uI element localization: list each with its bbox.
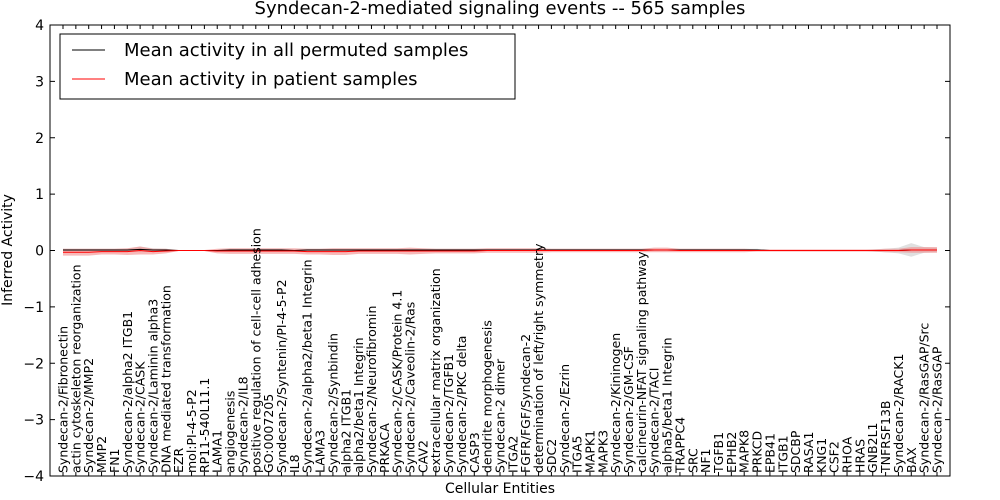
x-tick-label: alpha2/beta1 Integrin [351, 337, 366, 473]
x-tick-label: Syndecan-2/GM-CSF [621, 346, 636, 473]
x-tick-label: SRC [685, 448, 700, 473]
x-tick-label: GO:0007205 [261, 394, 276, 473]
x-tick-label: Syndecan-2/RasGAP/Src [917, 323, 932, 473]
x-tick-label: Syndecan-2/Fibronectin [56, 326, 71, 473]
x-tick-label: Syndecan-2/Laminin alpha3 [145, 299, 160, 473]
x-tick-label: FGFR/FGF/Syndecan-2 [518, 334, 533, 473]
x-tick-label: Syndecan-2/IL8 [235, 376, 250, 473]
x-tick-label: CASP3 [467, 432, 482, 473]
x-tick-label: Syndecan-2 dimer [493, 358, 508, 473]
y-tick-label: −4 [23, 469, 44, 485]
y-tick-label: −3 [23, 413, 44, 429]
x-tick-label: MAPK8 [737, 430, 752, 473]
legend-label: Mean activity in patient samples [124, 69, 418, 90]
x-tick-label: Syndecan-2/Synbindin [325, 333, 340, 473]
x-tick-label: FN1 [107, 449, 122, 474]
x-tick-label: EPHB2 [724, 432, 739, 473]
x-tick-label: angiogenesis [223, 391, 238, 473]
x-tick-label: HRAS [852, 439, 867, 473]
x-tick-label: Syndecan-2/alpha2/beta1 Integrin [300, 259, 315, 473]
x-tick-label: LAMA3 [313, 430, 328, 473]
x-tick-label: BAX [904, 447, 919, 473]
x-tick-label: IL8 [287, 454, 302, 473]
y-tick-label: 1 [35, 187, 44, 203]
x-tick-label: TNFRSF13B [878, 401, 893, 474]
x-tick-label: NF1 [698, 449, 713, 474]
x-tick-label: extracellular matrix organization [428, 268, 443, 473]
x-axis-label: Cellular Entities [445, 481, 555, 497]
x-tick-label: RASA1 [801, 432, 816, 473]
legend: Mean activity in all permuted samplesMea… [59, 33, 516, 100]
x-tick-label: GNB2L1 [865, 423, 880, 473]
x-tick-label: Syndecan-2/Syntenin/PI-4-5-P2 [274, 279, 289, 473]
x-tick-label: actin cytoskeleton reorganization [68, 264, 83, 473]
x-tick-label: MAPK1 [582, 430, 597, 473]
x-tick-label: positive regulation of cell-cell adhesio… [248, 228, 263, 473]
x-tick-label: ITGA2 [505, 435, 520, 473]
x-tick-label: PRKACA [377, 423, 392, 473]
y-tick-label: 0 [35, 244, 44, 260]
y-tick-label: −2 [23, 356, 44, 372]
x-tick-label: Syndecan-2/CASK/Protein 4.1 [390, 290, 405, 473]
x-tick-label: RHOA [840, 436, 855, 473]
x-tick-label: alpha5/beta1 Integrin [660, 337, 675, 473]
y-tick-label: 2 [35, 131, 44, 147]
x-tick-label: Syndecan-2/Caveolin-2/Ras [403, 302, 418, 473]
x-tick-label: Syndecan-2/RACK1 [891, 354, 906, 473]
x-tick-label: EZR [171, 448, 186, 473]
y-tick-label: 4 [35, 18, 44, 34]
legend-box [59, 33, 516, 100]
x-tick-label: DNA mediated transformation [158, 285, 173, 473]
x-tick-label: MAPK3 [595, 430, 610, 473]
x-tick-label: LAMA1 [210, 430, 225, 473]
x-tick-label: SDC2 [544, 439, 559, 473]
x-tick-label: mol:PI-4-5-P2 [184, 389, 199, 473]
x-tick-label: MMP2 [94, 436, 109, 473]
x-tick-label: PRKCD [750, 431, 765, 473]
x-tick-label: Syndecan-2/Kininogen [608, 333, 623, 473]
x-tick-label: dendrite morphogenesis [480, 320, 495, 473]
x-tick-label: Syndecan-2/RasGAP [930, 346, 945, 473]
x-tick-label: Syndecan-2/TACI [647, 368, 662, 473]
x-tick-label: Syndecan-2/MMP2 [81, 358, 96, 473]
x-tick-label: calcineurin-NFAT signaling pathway [634, 251, 649, 473]
x-tick-label: RP11-540L11.1 [197, 378, 212, 473]
x-tick-label: Syndecan-2/alpha2 ITGB1 [120, 311, 135, 473]
series-band-2 [63, 246, 937, 256]
x-tick-label: TGFB1 [711, 432, 726, 474]
x-tick-label: TRAPPC4 [672, 417, 687, 474]
x-tick-label: Syndecan-2/Neurofibromin [364, 306, 379, 473]
x-tick-label: KNG1 [814, 438, 829, 473]
x-tick-label: CAV2 [415, 440, 430, 473]
x-tick-label: CSF2 [827, 441, 842, 473]
x-tick-label: EPB41 [762, 433, 777, 473]
x-tick-label: ITGB1 [775, 435, 790, 473]
y-tick-label: 3 [35, 74, 44, 90]
y-axis-ticks: −4 −3 −2 −1 0 1 2 3 4 [23, 18, 950, 485]
x-tick-label: ITGA5 [570, 435, 585, 473]
x-tick-label: Syndecan-2/CASK [133, 361, 148, 473]
series-lines [63, 248, 937, 253]
x-tick-label: determination of left/right symmetry [531, 243, 546, 473]
x-tick-label: alpha2 ITGB1 [338, 389, 353, 473]
y-axis-label: Inferred Activity [0, 194, 16, 306]
x-tick-label: SDCBP [788, 430, 803, 473]
x-tick-label: Syndecan-2/PKC delta [454, 336, 469, 473]
y-tick-label: −1 [23, 300, 44, 316]
legend-label: Mean activity in all permuted samples [124, 40, 468, 61]
series-line-2 [63, 249, 937, 253]
chart-title: Syndecan-2-mediated signaling events -- … [255, 0, 746, 19]
x-tick-label: Syndecan-2/TGFB1 [441, 354, 456, 473]
x-tick-label: Syndecan-2/Ezrin [557, 364, 572, 473]
